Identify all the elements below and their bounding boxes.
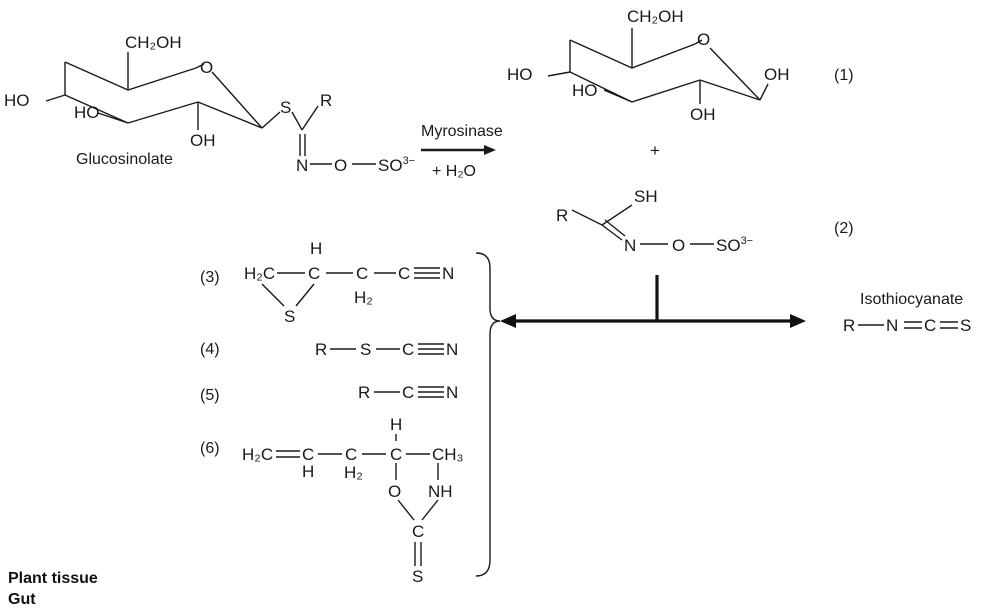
thio-r-group: R	[556, 206, 568, 225]
gluc-ring-oxygen: O	[200, 58, 213, 77]
legend-gut: Gut	[8, 591, 36, 608]
gluc-oxygen: O	[334, 156, 347, 175]
arrow-right-head	[790, 314, 806, 328]
product-5-nitrile: (5) R C N	[200, 383, 458, 404]
p6-ch3: CH₃	[432, 445, 463, 464]
isothiocyanate-name: Isothiocyanate	[860, 291, 963, 308]
p3-nitrogen: N	[442, 264, 454, 283]
glucose-ho-inner: HO	[572, 81, 598, 100]
glucose-number: (1)	[834, 67, 854, 84]
glucose-ch2oh-label: CH₂OH	[627, 7, 684, 26]
product-4-number: (4)	[200, 341, 220, 358]
product-5-number: (5)	[200, 387, 220, 404]
plus-sign: +	[650, 141, 660, 160]
p3-c2: C	[356, 264, 368, 283]
p5-nitrogen: N	[446, 383, 458, 402]
water-label: + H₂O	[432, 163, 476, 180]
p4-nitrogen: N	[446, 340, 458, 359]
p6-c4: C	[412, 522, 424, 541]
gluc-nitrogen: N	[296, 156, 308, 175]
p3-h2: H₂	[354, 288, 373, 307]
p6-c2: C	[345, 445, 357, 464]
legend-plant-tissue: Plant tissue	[8, 570, 98, 587]
thio-nitrogen: N	[624, 236, 636, 255]
gluc-r-group: R	[320, 91, 332, 110]
p6-oxygen: O	[388, 482, 401, 501]
p3-c1: C	[308, 264, 320, 283]
product-4-thiocyanate: (4) R S C N	[200, 340, 458, 359]
glucosinolate-structure: CH₂OH O HO HO OH S R N O SO3− Glucosinol…	[4, 33, 415, 175]
itc-carbon: C	[924, 316, 936, 335]
itc-r-group: R	[843, 316, 855, 335]
reaction-arrowhead	[484, 145, 496, 155]
itc-sulfur: S	[960, 316, 971, 335]
gluc-ch2oh-label: CH₂OH	[125, 33, 182, 52]
glucose-oh-bottom: OH	[690, 105, 716, 124]
product-3-epithionitrile: (3) H₂C C H C H₂ C N S	[200, 239, 454, 326]
thio-number: (2)	[834, 220, 854, 237]
thio-sh-label: SH	[634, 187, 658, 206]
gluc-ho-inner: HO	[74, 103, 100, 122]
p6-c1: C	[302, 445, 314, 464]
thio-so3: SO3−	[716, 235, 753, 255]
p6-h-under: H	[302, 462, 314, 481]
p6-sulfur: S	[412, 567, 423, 586]
branch-arrows	[500, 275, 806, 328]
p6-h2: H₂	[344, 463, 363, 482]
p4-sulfur: S	[360, 340, 371, 359]
product-brace	[475, 252, 501, 577]
p3-c3: C	[398, 264, 410, 283]
gluc-so3: SO3−	[378, 155, 415, 175]
glucose-structure: CH₂OH O HO HO OH OH (1)	[507, 7, 854, 124]
p6-h-top: H	[390, 415, 402, 434]
p6-nh: NH	[428, 482, 453, 501]
p6-c3: C	[390, 445, 402, 464]
p4-carbon: C	[402, 340, 414, 359]
glucose-ho-left: HO	[507, 65, 533, 84]
p3-h-top: H	[310, 239, 322, 258]
p5-r-group: R	[358, 383, 370, 402]
glucose-oh-right: OH	[764, 65, 790, 84]
glucose-ring-oxygen: O	[697, 30, 710, 49]
thio-oxygen: O	[672, 236, 685, 255]
p6-h2c: H₂C	[242, 445, 273, 464]
p3-h2c: H₂C	[244, 264, 275, 283]
gluc-sulfur: S	[280, 98, 291, 117]
gluc-oh-bottom: OH	[190, 131, 216, 150]
p4-r-group: R	[315, 340, 327, 359]
itc-nitrogen: N	[886, 316, 898, 335]
p3-sulfur: S	[284, 307, 295, 326]
thiohydroximate-structure: SH R N O SO3− (2)	[556, 187, 854, 255]
product-6-oxazolidinethione: (6) H₂C C H C H₂ C H CH₃ O NH C S	[200, 415, 463, 586]
p5-carbon: C	[402, 383, 414, 402]
product-3-number: (3)	[200, 269, 220, 286]
enzyme-label: Myrosinase	[421, 123, 503, 140]
gluc-ho-left: HO	[4, 91, 30, 110]
product-6-number: (6)	[200, 440, 220, 457]
myrosinase-reaction: Myrosinase + H₂O +	[421, 123, 660, 180]
isothiocyanate-structure: Isothiocyanate R N C S	[843, 291, 971, 335]
arrow-left-head	[500, 314, 516, 328]
glucosinolate-name: Glucosinolate	[76, 151, 173, 168]
